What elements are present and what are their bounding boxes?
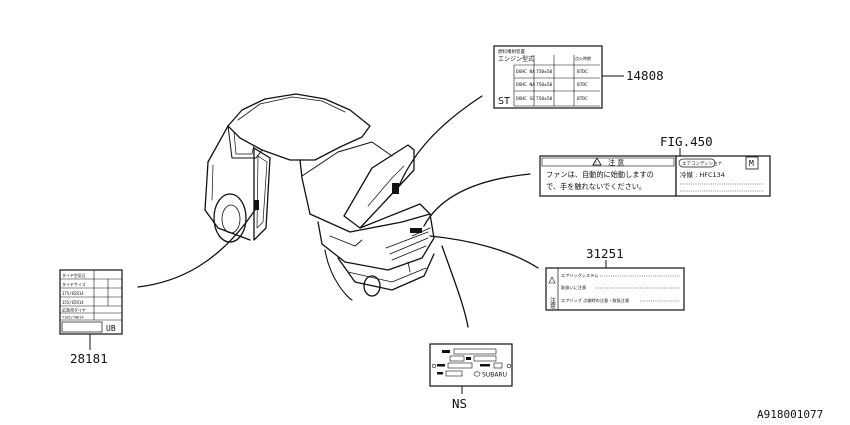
warning-triangle-icon <box>548 276 556 284</box>
label-14808-row2-timing: BTDC <box>577 82 588 88</box>
label-fan-refrigerant: エアコンディショナ M 冷媒 : HFC134 <box>675 155 771 197</box>
label-31251: 注意 エアバッグシステム 取扱いに注意 エアバッグ 点検時の注意・取扱注意 <box>545 267 685 311</box>
label-14808-mark: ST <box>498 96 510 107</box>
part-number-28181: 28181 <box>70 351 108 366</box>
label-28181-title: タイヤ空気圧 <box>62 272 86 278</box>
label-31251-line1: エアバッグシステム <box>561 272 598 279</box>
part-number-ns: NS <box>452 396 467 411</box>
leader-lines <box>137 95 539 328</box>
label-fan-line2: で、手を触れないでください。 <box>546 182 646 191</box>
label-28181-row5: T105/70D14 <box>62 316 84 320</box>
label-14808-row3-timing: BTDC <box>577 96 588 102</box>
label-14808-row1-idle: 750±50 <box>536 69 553 75</box>
label-14808: 燃料噴射装置 エンジン型式 点火時期 DOHC NA 750±50 BTDC D… <box>493 45 624 109</box>
label-31251-caution-side: 注意 <box>549 296 556 309</box>
svg-text:!: ! <box>595 161 598 167</box>
label-28181-row3: 155/65R14 <box>62 300 84 305</box>
label-fan-caution-title: 注 意 <box>608 158 624 167</box>
label-28181-row2: 175/65R14 <box>62 291 84 296</box>
label-28181-mark: UB <box>106 324 116 333</box>
label-fan-refrigerant-text: 冷媒 : HFC134 <box>680 170 725 179</box>
label-ns-brand: SUBARU <box>482 372 507 379</box>
part-number-31251: 31251 <box>586 246 624 261</box>
label-ns-plate: SUBARU <box>429 343 513 394</box>
label-14808-title: 燃料噴射装置 <box>498 48 525 55</box>
diagram-code: A918001077 <box>757 408 823 421</box>
label-fan-caution: ! 注 意 ファンは、自動的に始動しますの で、手を触れないでください。 <box>539 155 677 197</box>
label-14808-col-ignition: 点火時期 <box>575 55 591 61</box>
label-14808-row3-idle: 750±50 <box>536 96 553 102</box>
label-14808-row2-idle: 750±50 <box>536 82 553 88</box>
label-28181: タイヤ空気圧 タイヤサイズ 175/65R14 155/65R14 応急用タイヤ… <box>59 269 123 350</box>
label-14808-row2-engine: DOHC NA <box>516 82 535 88</box>
label-14808-row1-timing: BTDC <box>577 69 588 75</box>
label-14808-col-engine: エンジン型式 <box>498 55 534 63</box>
label-28181-row4: 応急用タイヤ <box>62 307 86 313</box>
label-fan-mark: M <box>749 159 754 168</box>
warning-triangle-icon <box>592 157 602 166</box>
label-31251-line2: 取扱いに注意 <box>561 284 586 291</box>
label-28181-row1: タイヤサイズ <box>62 281 86 287</box>
label-31251-line3: エアバッグ 点検時の注意・取扱注意 <box>561 297 629 304</box>
label-14808-row1-engine: DOHC NA <box>516 69 535 75</box>
part-number-fig450: FIG.450 <box>660 134 713 149</box>
car-illustration <box>204 93 435 301</box>
label-14808-row3-engine: DOHC SC <box>516 96 535 102</box>
part-number-14808: 14808 <box>626 68 664 83</box>
label-fan-ac-brand: エアコンディショナ <box>682 160 723 167</box>
label-fan-line1: ファンは、自動的に始動しますの <box>546 170 654 179</box>
